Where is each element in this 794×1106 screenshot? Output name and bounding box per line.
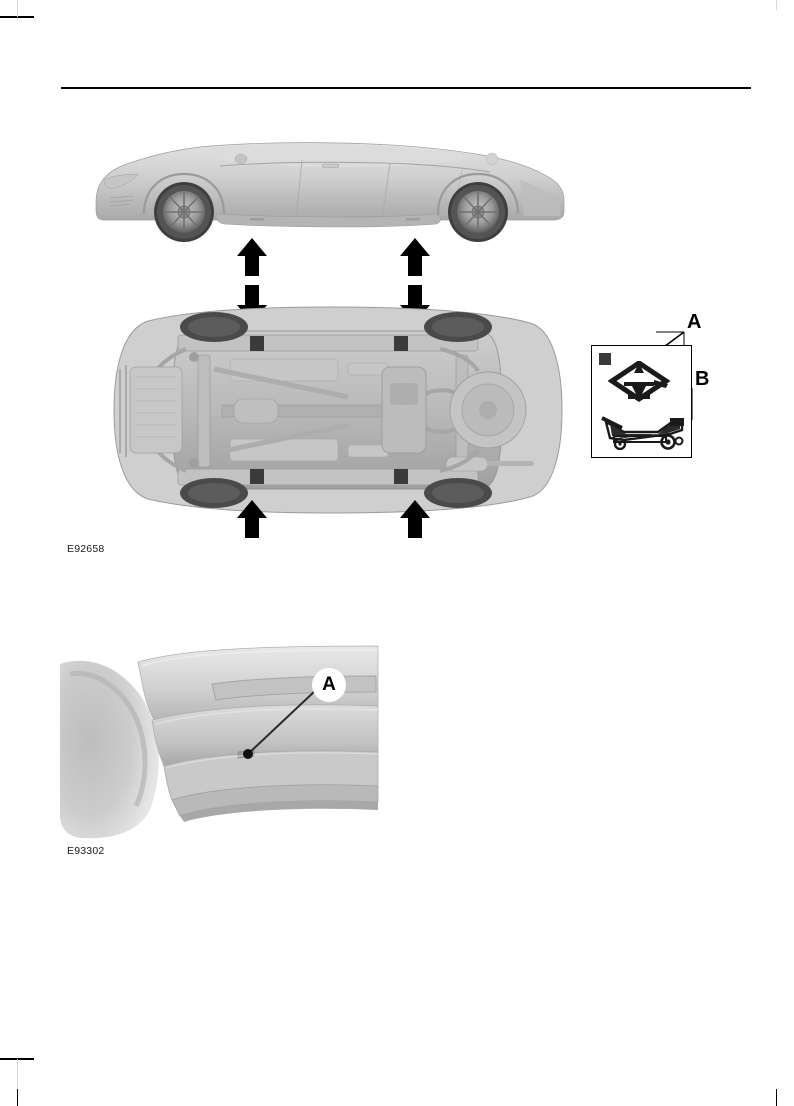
figure-caption-e92658: E92658 (67, 543, 105, 555)
figure-jacking-points: A B (60, 120, 740, 550)
jack-point-marker (250, 336, 264, 351)
trolley-jack-icon (601, 416, 684, 450)
arrow-side-rear-jack-point (400, 238, 430, 276)
legend-leader-lines (627, 331, 693, 422)
figure-caption-e93302: E93302 (67, 845, 105, 857)
crop-mark-top-left-vertical (17, 0, 18, 17)
scissor-jack-icon (608, 361, 670, 403)
jack-point-marker (394, 469, 408, 484)
arrow-under-rear-right-jack-point (400, 500, 430, 538)
car-side-view (95, 142, 565, 242)
crop-mark-top-right-vertical (776, 0, 777, 10)
arrow-under-front-right-jack-point (237, 500, 267, 538)
figure-sill-closeup: A (60, 640, 380, 840)
crop-mark-bottom-right-vertical (776, 1089, 777, 1106)
car-underbody-view (113, 306, 563, 514)
crop-mark-bottom-left-vertical-faint (17, 1059, 18, 1089)
jack-point-marker (250, 469, 264, 484)
sill-panel-illustration (60, 645, 379, 839)
arrow-side-front-jack-point (237, 238, 267, 276)
callout-bubble-a: A (312, 668, 346, 702)
header-rule (61, 87, 751, 89)
crop-mark-top-left-horizontal (0, 16, 34, 18)
legend-marker-square (599, 353, 611, 365)
legend-label-a: A (687, 311, 702, 333)
crop-mark-bottom-left-vertical (17, 1089, 18, 1106)
jack-point-marker (394, 336, 408, 351)
legend-label-b: B (695, 368, 710, 390)
jack-type-legend-box (591, 345, 692, 458)
